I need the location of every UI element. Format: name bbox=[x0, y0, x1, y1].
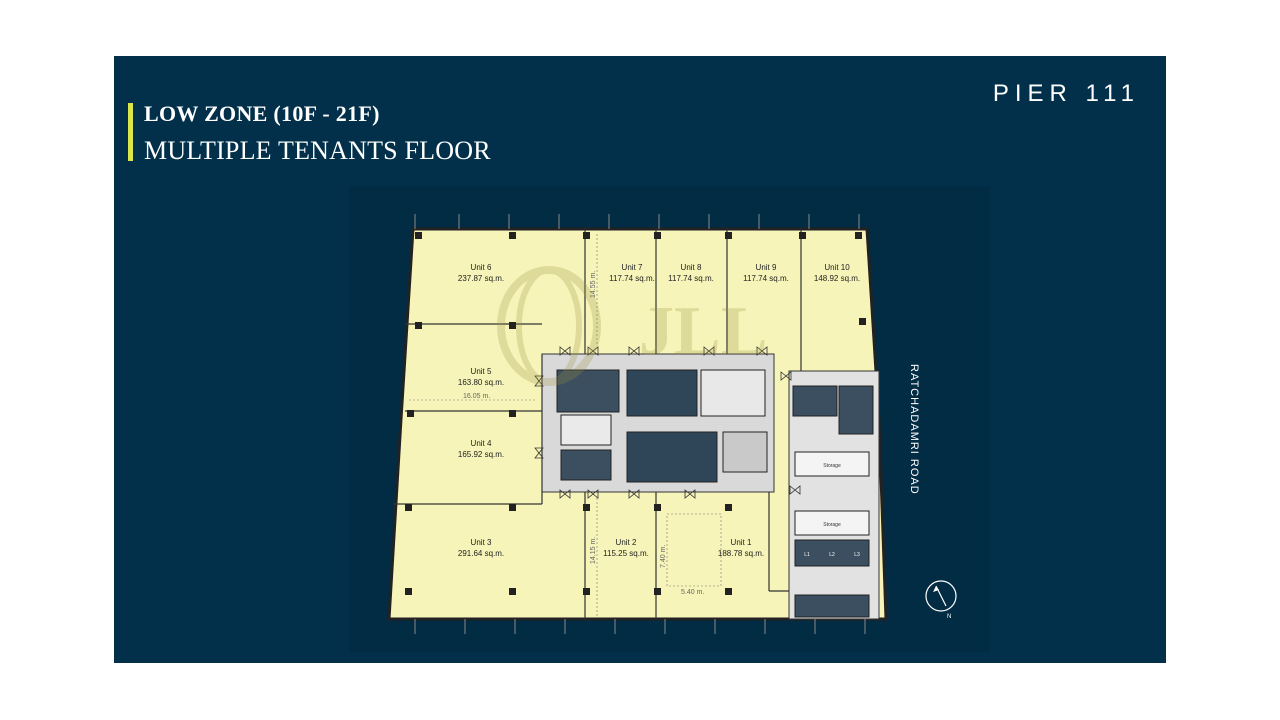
stair-room bbox=[792, 385, 838, 417]
stair-room bbox=[838, 385, 874, 435]
unit-area: 237.87 sq.m. bbox=[458, 274, 504, 283]
unit-name: Unit 5 bbox=[471, 367, 492, 376]
pier111-logo: PIER 111 bbox=[992, 80, 1140, 107]
unit1-width-dim: 5.40 m. bbox=[681, 589, 704, 596]
unit-area: 117.74 sq.m. bbox=[743, 274, 789, 283]
unit-name: Unit 4 bbox=[471, 439, 492, 448]
unit-area: 148.92 sq.m. bbox=[814, 274, 860, 283]
unit-area: 291.64 sq.m. bbox=[458, 549, 504, 558]
core-room bbox=[560, 414, 612, 446]
unit-name: Unit 8 bbox=[681, 263, 702, 272]
lift-lobby bbox=[794, 539, 870, 567]
unit-area: 117.74 sq.m. bbox=[609, 274, 655, 283]
floor-plan: Storage Storage L1 L2 L3 14.55 m. 16.05 … bbox=[349, 186, 990, 652]
structural-columns bbox=[405, 232, 866, 595]
svg-text:N: N bbox=[947, 614, 951, 620]
unit2-depth-dim: 14.15 m. bbox=[590, 537, 597, 564]
unit-2[interactable]: Unit 2 115.25 sq.m. bbox=[603, 538, 649, 558]
north-arrow-icon: N bbox=[925, 580, 957, 620]
core-room bbox=[626, 431, 718, 483]
unit-name: Unit 2 bbox=[616, 538, 637, 547]
unit-area: 165.92 sq.m. bbox=[458, 450, 504, 459]
unit-1[interactable]: Unit 1 188.78 sq.m. bbox=[718, 538, 764, 558]
door-markers bbox=[534, 346, 801, 499]
unit-name: Unit 1 bbox=[731, 538, 752, 547]
storage-room bbox=[794, 510, 870, 536]
facade-fins bbox=[414, 214, 866, 634]
core-room bbox=[560, 449, 612, 481]
unit-8[interactable]: Unit 8 117.74 sq.m. bbox=[668, 263, 714, 283]
unit-name: Unit 10 bbox=[824, 263, 850, 272]
partition-walls bbox=[393, 229, 802, 619]
unit-10[interactable]: Unit 10 148.92 sq.m. bbox=[814, 263, 860, 283]
unit-9[interactable]: Unit 9 117.74 sq.m. bbox=[743, 263, 789, 283]
unit-name: Unit 6 bbox=[471, 263, 492, 272]
unit-area: 117.74 sq.m. bbox=[668, 274, 714, 283]
unit-name: Unit 7 bbox=[622, 263, 643, 272]
unit-name: Unit 9 bbox=[756, 263, 777, 272]
unit-7[interactable]: Unit 7 117.74 sq.m. bbox=[609, 263, 655, 283]
core-room bbox=[722, 431, 768, 473]
unit-area: 163.80 sq.m. bbox=[458, 378, 504, 387]
lift-l3-label: L3 bbox=[854, 552, 860, 558]
unit-4[interactable]: Unit 4 165.92 sq.m. bbox=[458, 439, 504, 459]
unit-area: 115.25 sq.m. bbox=[603, 549, 649, 558]
watermark-text: JLL bbox=[639, 293, 767, 370]
unit-name: Unit 3 bbox=[471, 538, 492, 547]
unit5-width-dim: 16.05 m. bbox=[463, 393, 490, 400]
road-label: RATCHADAMRI ROAD bbox=[908, 364, 920, 495]
title-accent-bar bbox=[128, 103, 133, 161]
core-room bbox=[626, 369, 698, 417]
storage-room bbox=[794, 451, 870, 477]
unit1-depth-dim: 7.40 m. bbox=[660, 545, 667, 568]
core-room bbox=[700, 369, 766, 417]
core-room bbox=[556, 369, 620, 413]
unit-6[interactable]: Unit 6 237.87 sq.m. bbox=[458, 263, 504, 283]
lift-l1-label: L1 bbox=[804, 552, 810, 558]
zone-title: LOW ZONE (10F - 21F) bbox=[144, 101, 380, 126]
lift-room bbox=[794, 594, 870, 618]
unit-5[interactable]: Unit 5 163.80 sq.m. bbox=[458, 367, 504, 387]
dimension-lines bbox=[409, 234, 722, 616]
unit7-depth-dim: 14.55 m. bbox=[590, 271, 597, 298]
storage-label: Storage bbox=[823, 463, 841, 469]
lift-l2-label: L2 bbox=[829, 552, 835, 558]
storage-label: Storage bbox=[823, 522, 841, 528]
lift-labels: L1 L2 L3 bbox=[804, 552, 860, 558]
jll-watermark: JLL bbox=[497, 266, 767, 386]
unit-area: 188.78 sq.m. bbox=[718, 549, 764, 558]
floor-type-title: MULTIPLE TENANTS FLOOR bbox=[144, 136, 491, 165]
unit-3[interactable]: Unit 3 291.64 sq.m. bbox=[458, 538, 504, 558]
